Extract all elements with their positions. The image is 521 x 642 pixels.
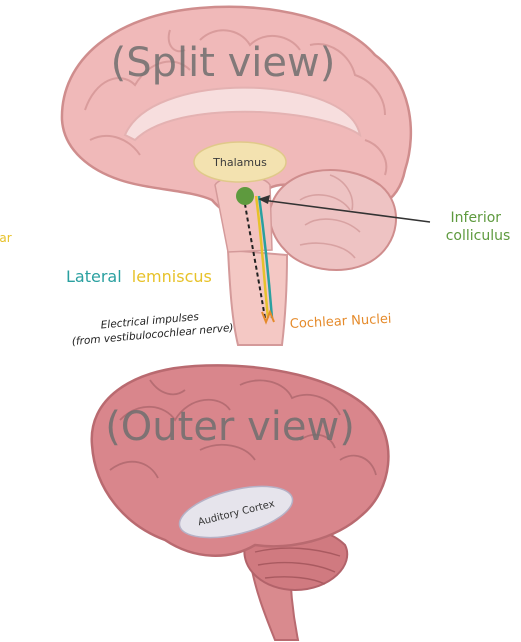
thalamus: Thalamus — [194, 142, 286, 182]
inferior-colliculus-label: Inferior colliculus — [446, 210, 511, 244]
lateral-lemniscus-label: Lateral lemniscus — [66, 267, 212, 286]
brainstem — [228, 250, 287, 345]
cerebellum — [270, 170, 396, 270]
outer-view-title: (Outer view) — [105, 404, 355, 450]
lateral-word: Lateral — [66, 267, 122, 286]
lemniscus-word: lemniscus — [132, 267, 212, 286]
inferior-colliculus-line1: Inferior — [451, 210, 502, 226]
thalamus-label: Thalamus — [212, 156, 267, 169]
inferior-colliculus-line2: colliculus — [446, 228, 511, 244]
inferior-colliculus-dot — [236, 187, 254, 205]
cochlear-nuclei-label: Cochlear Nuclei — [289, 312, 391, 332]
split-view-title: (Split view) — [111, 40, 336, 86]
electrical-impulses-caption: Electrical impulses (from vestibulocochl… — [70, 308, 234, 348]
left-edge-fragment: ear — [0, 231, 12, 245]
